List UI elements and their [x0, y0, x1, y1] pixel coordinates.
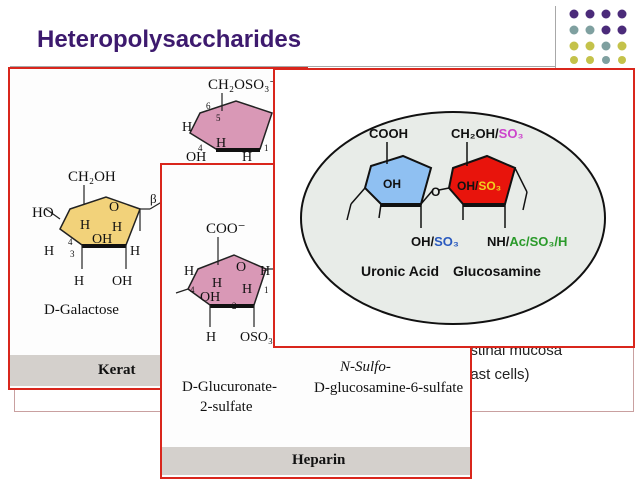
top-ring-atom: 5	[216, 113, 221, 123]
galactose-atom: OH	[112, 274, 132, 289]
top-ring-atom: 1	[264, 143, 269, 153]
top-ring-ch2oso3: CH₂OSO₃⁻	[208, 77, 277, 93]
dot-teal	[602, 56, 610, 64]
uronic-acid-label: Uronic Acid	[361, 263, 439, 279]
oh-bottom-text: OH/	[411, 234, 435, 249]
dot-teal	[601, 41, 611, 51]
heparin-atom: OSO₃⁻	[240, 330, 280, 345]
oh-left-label: OH	[383, 177, 401, 191]
heparin-atom: H	[212, 276, 222, 291]
dot-teal	[585, 25, 595, 35]
ch2oh-text: CH₂OH/	[451, 126, 499, 141]
disaccharide-panel: COOH CH₂OH/SO₃ OH O OH/SO₃ OH/SO₃ NH/Ac/…	[273, 68, 635, 348]
dot-olive	[569, 41, 579, 51]
background-text-line-2: nast cells)	[462, 366, 530, 383]
so3-yellow: SO₃	[478, 179, 501, 193]
galactose-ch2oh: CH₂OH	[68, 169, 116, 185]
disaccharide-drawing: COOH CH₂OH/SO₃ OH O OH/SO₃ OH/SO₃ NH/Ac/…	[300, 111, 606, 325]
top-ring-atom: H	[182, 120, 192, 135]
galactose-atom: O	[109, 200, 119, 215]
slide-title: Heteropolysaccharides	[37, 26, 302, 53]
dot-olive	[618, 56, 626, 64]
heparin-bar-label: Heparin	[292, 452, 346, 468]
o-bridge-label: O	[431, 185, 440, 199]
top-ring-atom: OH	[186, 150, 206, 165]
dot-olive	[617, 41, 627, 51]
dot-purple	[601, 9, 611, 19]
galactose-atom: HO	[32, 205, 54, 221]
ac-so3-h-green: Ac/SO₃/H	[509, 234, 567, 249]
decorative-dot-grid	[569, 9, 627, 64]
dot-olive	[585, 41, 595, 51]
top-ring-atom: H	[242, 150, 252, 165]
heparin-atom: H	[184, 264, 194, 279]
glucuronate-label-1: D-Glucuronate-	[182, 379, 277, 395]
nh-ac-label: NH/Ac/SO₃/H	[487, 234, 567, 249]
galactose-atom: H	[112, 220, 122, 235]
beta-linkage-label: β	[150, 191, 157, 206]
heparin-atom: 2	[232, 301, 237, 311]
so3-magenta-a: SO₃	[499, 126, 524, 141]
disaccharide-ellipse	[300, 111, 606, 325]
heparin-atom: H	[206, 330, 216, 345]
top-ring-atom: H	[216, 136, 226, 151]
heparin-bar: Heparin	[162, 447, 470, 475]
top-ring-atom: 6	[206, 101, 211, 111]
cooh-label: COOH	[369, 126, 408, 141]
galactose-atom: H	[80, 218, 90, 233]
heparin-atom: OH	[200, 290, 220, 305]
keratan-bar-label: Kerat	[98, 362, 136, 378]
so3-blue: SO₃	[434, 234, 459, 249]
dot-purple	[617, 9, 627, 19]
heparin-atom: O	[236, 260, 246, 275]
galactose-atom: OH	[92, 232, 112, 247]
dot-olive	[586, 56, 594, 64]
keratan-bar: Kerat	[10, 355, 160, 386]
galactose-label: D-Galactose	[44, 302, 119, 318]
galactose-atom: H	[44, 244, 54, 259]
dot-olive	[570, 56, 578, 64]
heparin-atom: 4	[190, 285, 195, 295]
title-divider-horizontal	[10, 66, 555, 67]
galactose-atom: H	[74, 274, 84, 289]
dot-purple	[569, 9, 579, 19]
heparin-atom: 1	[264, 285, 269, 295]
galactose-atom: H	[130, 244, 140, 259]
galactose-atom: 4	[68, 237, 73, 247]
dot-purple	[585, 9, 595, 19]
oh-so3-right-label: OH/SO₃	[457, 179, 501, 193]
glucosamine-label-1: N-Sulfo-	[339, 359, 391, 375]
glucosamine-ring-top	[189, 100, 273, 150]
galactose-atom: 3	[70, 249, 75, 259]
title-divider-vertical	[555, 6, 556, 68]
ch2oh-so3-label: CH₂OH/SO₃	[451, 126, 523, 141]
heparin-atom: H	[242, 282, 252, 297]
heparin-structure-drawing: COO⁻ H O H OH H H OSO₃⁻ 4 2 1 H D-Glucur…	[175, 221, 463, 415]
glucuronate-label-2: 2-sulfate	[200, 399, 253, 415]
keratan-structure-drawing: CH₂OSO₃⁻ H H OH H 6 5 4 1 CH₂OH HO O H O…	[32, 77, 277, 318]
carboxylate-group: COO⁻	[206, 221, 246, 237]
top-ring-atom: 4	[198, 143, 203, 153]
dot-purple	[601, 25, 611, 35]
glucosamine-label-2: D-glucosamine-6-sulfate	[314, 380, 463, 396]
glucosamine-label: Glucosamine	[453, 263, 541, 279]
oh-so3-bottom-label: OH/SO₃	[411, 234, 459, 249]
dot-purple	[617, 25, 627, 35]
heparin-atom: H	[260, 264, 270, 279]
nh-text: NH/	[487, 234, 510, 249]
dot-teal	[569, 25, 579, 35]
oh-right-text: OH/	[457, 179, 479, 193]
